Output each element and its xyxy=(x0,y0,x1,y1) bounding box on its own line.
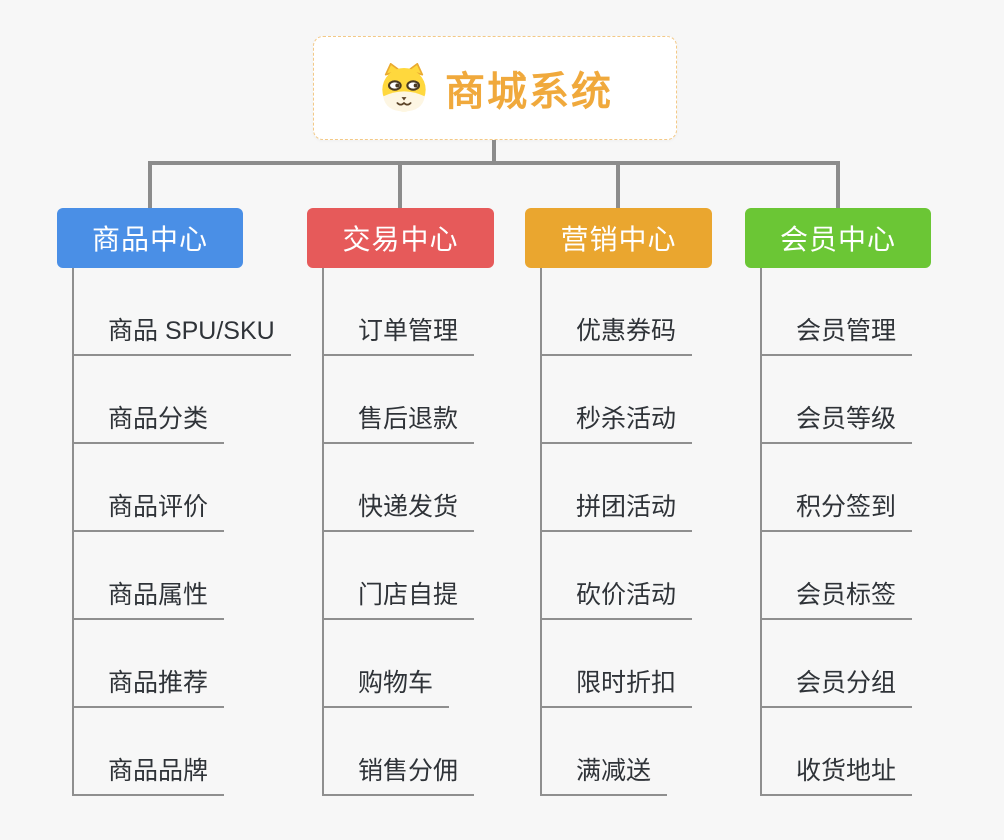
list-item[interactable]: 砍价活动 xyxy=(542,532,693,620)
list-item-label: 会员管理 xyxy=(796,317,897,345)
list-item[interactable]: 购物车 xyxy=(324,620,450,708)
branch-label: 会员中心 xyxy=(779,224,896,255)
branch-box-marketing-center[interactable]: 营销中心 xyxy=(525,208,712,268)
list-item-label: 限时折扣 xyxy=(576,669,677,697)
branch-box-member-center[interactable]: 会员中心 xyxy=(745,208,931,268)
connector-drop-marketing-center xyxy=(616,165,620,208)
list-item-label: 满减送 xyxy=(576,757,652,785)
sublist-marketing-center: 优惠券码 秒杀活动 拼团活动 砍价活动 限时折扣 满减送 xyxy=(540,268,693,796)
list-item-label: 会员分组 xyxy=(796,669,897,697)
list-item-label: 会员等级 xyxy=(796,405,897,433)
root-node-mall-system[interactable]: 商城系统 xyxy=(313,36,677,140)
list-item-label: 购物车 xyxy=(358,669,434,697)
list-item-label: 商品品牌 xyxy=(108,757,209,785)
list-item[interactable]: 订单管理 xyxy=(324,268,475,356)
connector-drop-product-center xyxy=(148,165,152,208)
list-item[interactable]: 会员标签 xyxy=(762,532,913,620)
list-item[interactable]: 优惠券码 xyxy=(542,268,693,356)
connector-bus xyxy=(148,161,840,165)
list-item-label: 售后退款 xyxy=(358,405,459,433)
sublist-member-center: 会员管理 会员等级 积分签到 会员标签 会员分组 收货地址 xyxy=(760,268,913,796)
list-item-label: 砍价活动 xyxy=(576,581,677,609)
list-item[interactable]: 拼团活动 xyxy=(542,444,693,532)
list-item[interactable]: 商品分类 xyxy=(74,356,225,444)
list-item-label: 销售分佣 xyxy=(358,757,459,785)
branch-label: 交易中心 xyxy=(342,224,459,255)
list-item[interactable]: 限时折扣 xyxy=(542,620,693,708)
list-item[interactable]: 销售分佣 xyxy=(324,708,475,796)
root-title: 商城系统 xyxy=(445,70,613,114)
list-item[interactable]: 快递发货 xyxy=(324,444,475,532)
list-item[interactable]: 门店自提 xyxy=(324,532,475,620)
list-item[interactable]: 商品评价 xyxy=(74,444,225,532)
list-item-label: 快递发货 xyxy=(358,493,459,521)
sublist-trade-center: 订单管理 售后退款 快递发货 门店自提 购物车 销售分佣 xyxy=(322,268,475,796)
connector-drop-member-center xyxy=(836,165,840,208)
list-item[interactable]: 秒杀活动 xyxy=(542,356,693,444)
list-item-label: 门店自提 xyxy=(358,581,459,609)
list-item-label: 拼团活动 xyxy=(576,493,677,521)
list-item[interactable]: 售后退款 xyxy=(324,356,475,444)
list-item[interactable]: 满减送 xyxy=(542,708,668,796)
list-item-label: 商品属性 xyxy=(108,581,209,609)
list-item[interactable]: 商品属性 xyxy=(74,532,225,620)
branch-box-trade-center[interactable]: 交易中心 xyxy=(307,208,494,268)
list-item[interactable]: 商品品牌 xyxy=(74,708,225,796)
branch-label: 商品中心 xyxy=(91,224,208,255)
list-item[interactable]: 会员管理 xyxy=(762,268,913,356)
list-item[interactable]: 积分签到 xyxy=(762,444,913,532)
list-item-label: 积分签到 xyxy=(796,493,897,521)
list-item[interactable]: 商品推荐 xyxy=(74,620,225,708)
list-item-label: 优惠券码 xyxy=(576,317,677,345)
list-item-label: 订单管理 xyxy=(358,317,459,345)
list-item[interactable]: 商品 SPU/SKU xyxy=(74,268,291,356)
list-item[interactable]: 会员分组 xyxy=(762,620,913,708)
list-item-label: 商品评价 xyxy=(108,493,209,521)
branch-label: 营销中心 xyxy=(560,224,677,255)
dog-face-icon xyxy=(382,63,426,112)
list-item[interactable]: 收货地址 xyxy=(762,708,913,796)
list-item-label: 会员标签 xyxy=(796,581,897,609)
list-item-label: 商品 SPU/SKU xyxy=(108,317,275,345)
list-item[interactable]: 会员等级 xyxy=(762,356,913,444)
connector-root-drop xyxy=(492,140,496,165)
branch-box-product-center[interactable]: 商品中心 xyxy=(57,208,243,268)
list-item-label: 收货地址 xyxy=(796,757,897,785)
list-item-label: 商品分类 xyxy=(108,405,209,433)
list-item-label: 商品推荐 xyxy=(108,669,209,697)
connector-drop-trade-center xyxy=(398,165,402,208)
list-item-label: 秒杀活动 xyxy=(576,405,677,433)
sublist-product-center: 商品 SPU/SKU 商品分类 商品评价 商品属性 商品推荐 商品品牌 xyxy=(72,268,291,796)
